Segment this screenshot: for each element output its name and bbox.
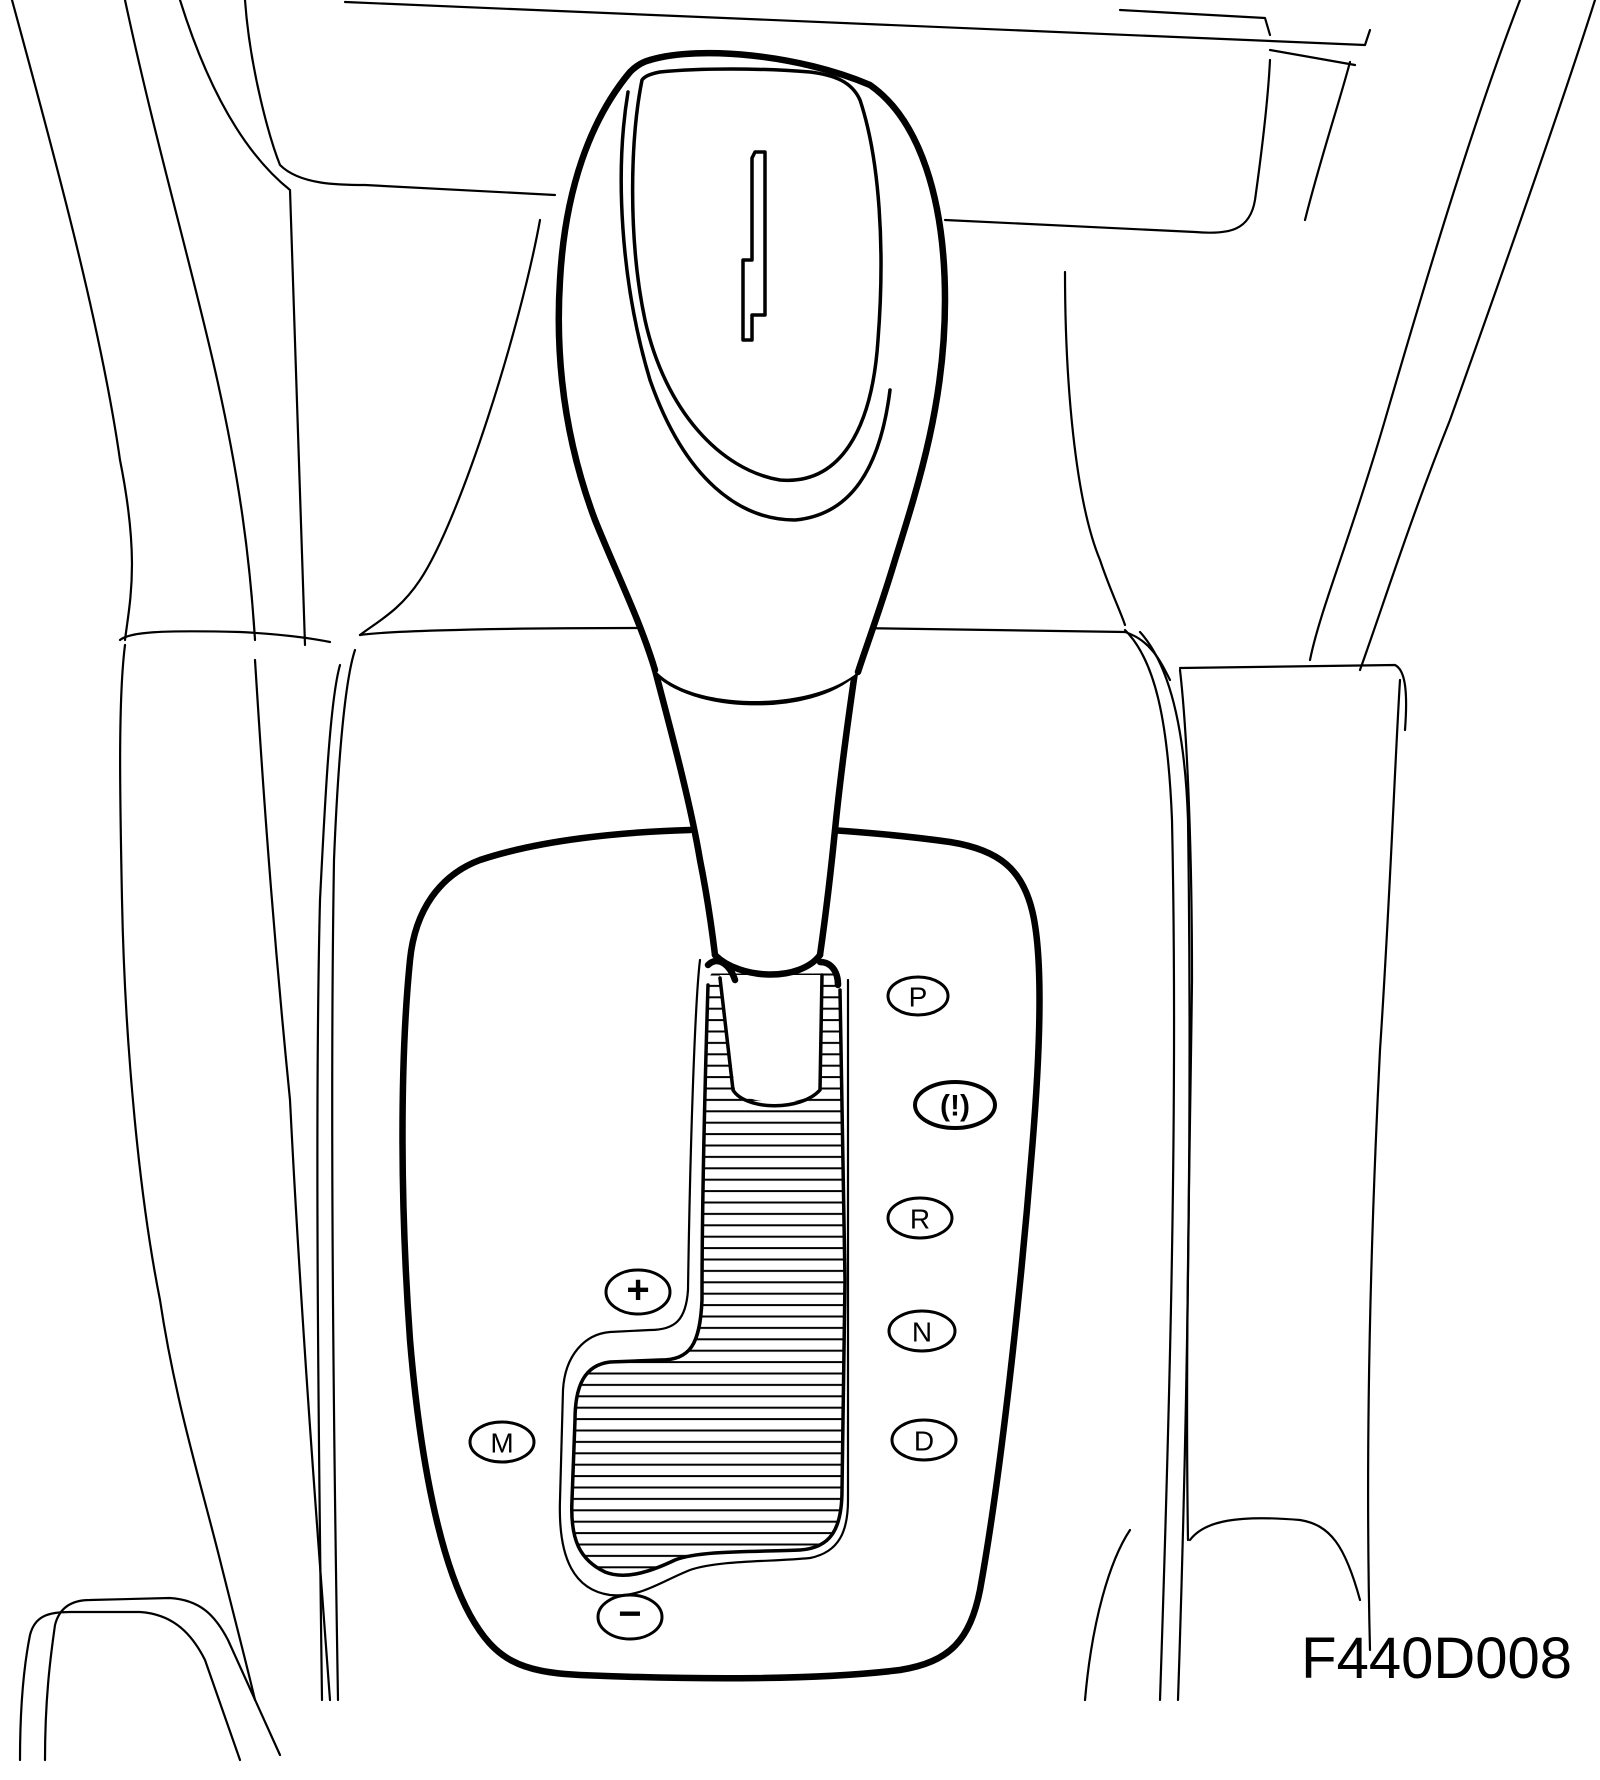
downshift-indicator: − <box>596 1592 664 1641</box>
gear-indicator-n-label: N <box>912 1317 932 1348</box>
figure-id: F440D008 <box>1301 1626 1572 1691</box>
brake-warning-icon: (!) <box>940 1090 970 1123</box>
manual-gate-indicators: M + − <box>468 1268 672 1641</box>
downshift-label: − <box>618 1592 641 1636</box>
gear-indicator-d-label: D <box>914 1426 934 1457</box>
manual-mode-label: M <box>490 1428 513 1459</box>
gear-indicator-d: D <box>890 1418 958 1462</box>
manual-mode-indicator: M <box>468 1420 536 1464</box>
gear-indicator-r: R <box>886 1196 954 1240</box>
gear-indicator-r-label: R <box>910 1204 930 1235</box>
lever-collar <box>651 666 859 978</box>
gear-indicator-p-label: P <box>909 982 928 1013</box>
gear-indicator-p: P <box>886 975 950 1017</box>
gear-indicator-brake-warning: (!) <box>913 1080 997 1130</box>
gear-indicator-n: N <box>887 1309 957 1353</box>
upshift-indicator: + <box>604 1268 672 1316</box>
gear-indicators: P (!) R N D <box>886 975 997 1462</box>
lever-shaft <box>704 957 842 1108</box>
console-outline <box>10 0 1597 1762</box>
upshift-label: + <box>626 1268 649 1312</box>
gate-frame <box>399 826 1043 1682</box>
gear-knob <box>555 49 949 702</box>
